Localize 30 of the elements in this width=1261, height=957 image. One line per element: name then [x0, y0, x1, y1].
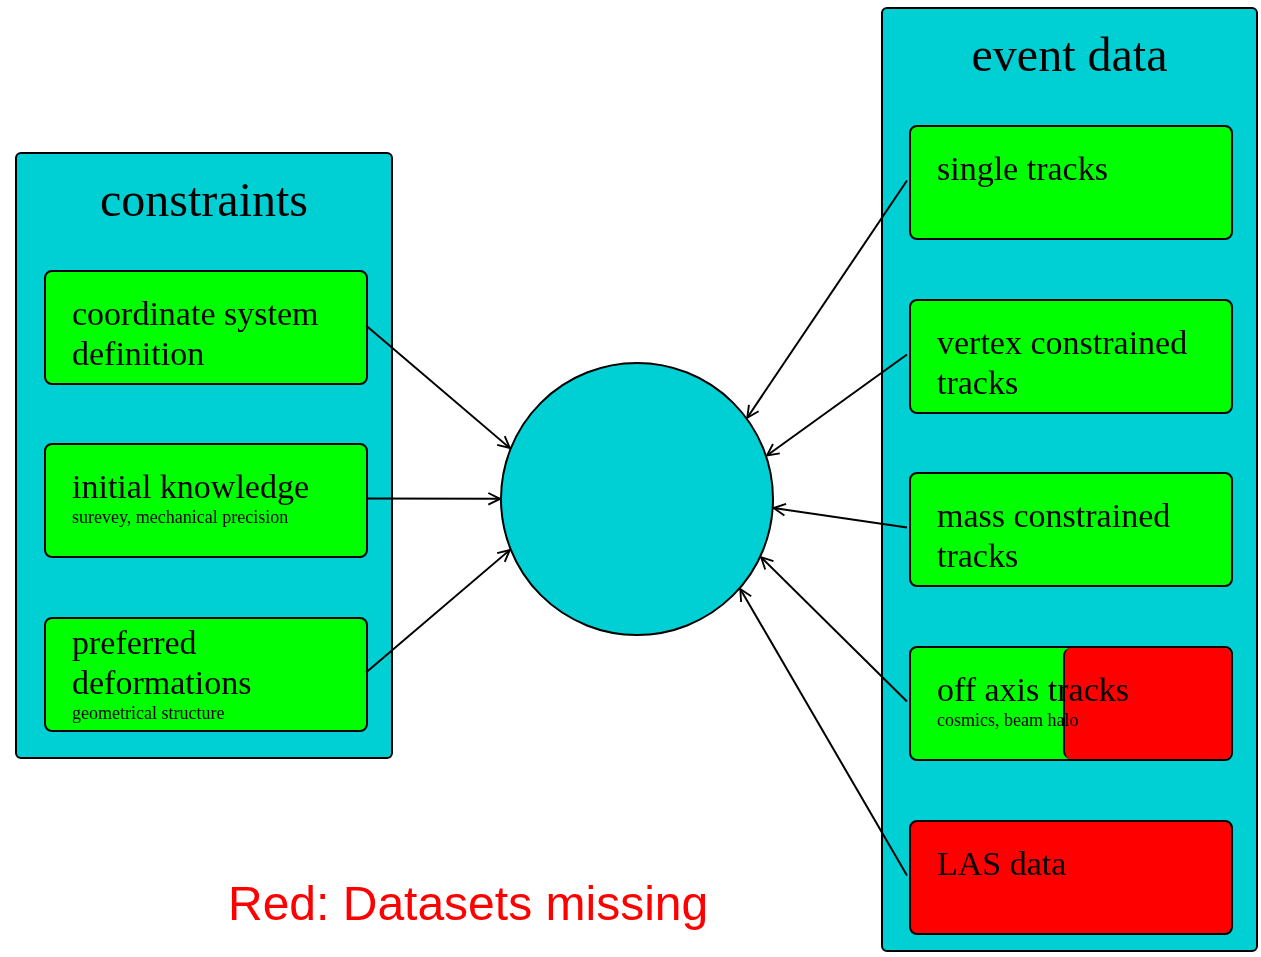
data-box [44, 443, 368, 558]
box-label: vertex constrained tracks [937, 323, 1189, 403]
box-note: geometrical structure [72, 703, 226, 723]
arrow [365, 492, 501, 506]
arrow [746, 179, 908, 419]
box-label: preferred deformations [72, 623, 253, 703]
arrow [739, 588, 908, 877]
box-label: initial knowledge [72, 467, 310, 507]
panel-title: event data [970, 31, 1169, 79]
box-note: surevey, mechanical precision [72, 507, 290, 527]
group-panel [881, 7, 1258, 952]
arrow [365, 548, 511, 674]
arrow [760, 556, 908, 703]
panel-title: constraints [99, 176, 309, 224]
data-box [909, 125, 1233, 240]
data-box [44, 617, 368, 732]
arrow [772, 503, 908, 529]
box-label: coordinate system definition [72, 294, 320, 374]
data-box [909, 299, 1233, 414]
arrow [365, 324, 511, 450]
box-label: mass constrained tracks [937, 496, 1172, 576]
data-box [909, 646, 1233, 761]
data-box [44, 270, 368, 385]
data-box [909, 820, 1233, 935]
note-text: Red: Datasets missing [228, 880, 709, 928]
box-label: LAS data [937, 844, 1068, 884]
box-label: single tracks [937, 149, 1109, 189]
group-panel [15, 152, 393, 759]
arrow [765, 353, 908, 457]
data-box [909, 472, 1233, 587]
